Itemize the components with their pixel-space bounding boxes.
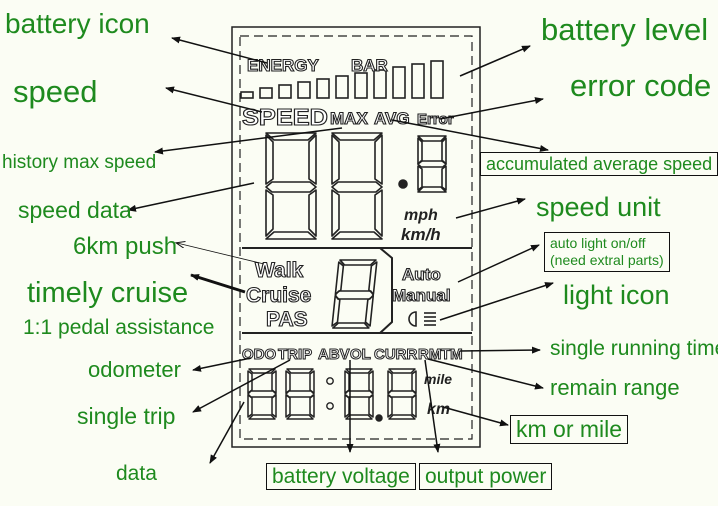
battery-bar-segments xyxy=(240,60,444,99)
lcd-mph-text: mph xyxy=(404,207,438,224)
lcd-unit-text: mph km/h mile km xyxy=(401,207,452,418)
odometer-digits xyxy=(247,368,417,422)
lcd-kmh-text: km/h xyxy=(401,225,441,244)
odo-digit-2 xyxy=(285,368,315,420)
battery-level-label: battery level xyxy=(541,12,709,47)
pedal-assistance-label: 1:1 pedal assistance xyxy=(23,316,215,339)
arrow-light-icon xyxy=(439,282,554,321)
lcd-rm-text: RM xyxy=(418,346,441,363)
odo-digit-3 xyxy=(344,368,374,420)
arrow-speed-data xyxy=(127,182,255,212)
battery-voltage-label: battery voltage xyxy=(266,463,416,490)
lcd-auto-text: Auto xyxy=(402,265,441,284)
arrow-km-or-mile xyxy=(442,406,509,427)
lcd-walk-text: Walk xyxy=(255,259,304,282)
headlight-glyph xyxy=(408,311,436,327)
arrow-speed xyxy=(165,86,263,113)
km-or-mile-label: km or mile xyxy=(510,415,629,444)
colon-dot-top xyxy=(326,377,334,385)
arrow-remain-range xyxy=(427,358,544,390)
auto-light-label: auto light on/off (need extral parts) xyxy=(544,232,670,272)
history-max-speed-label: history max speed xyxy=(2,152,157,173)
lcd-tm-text: TM xyxy=(441,346,463,363)
arrow-single-running-time xyxy=(459,346,541,354)
arrow-6km-push xyxy=(177,243,265,265)
lcd-panel xyxy=(231,26,481,448)
odo-digit-1 xyxy=(247,368,277,420)
timely-cruise-label: timely cruise xyxy=(27,277,189,309)
lcd-abv-text: ABV xyxy=(318,346,350,363)
arrow-speed-unit xyxy=(455,197,526,219)
arrow-single-trip xyxy=(192,359,291,413)
lcd-avg-text: AVG xyxy=(374,109,410,128)
colon-dot-bottom xyxy=(326,402,334,410)
lcd-curr-text: CURR xyxy=(374,346,417,363)
lcd-pas-text: PAS xyxy=(266,308,308,331)
arrow-battery-icon xyxy=(171,36,268,64)
lcd-error-text: Error xyxy=(417,111,454,128)
speed-label: speed xyxy=(13,74,98,109)
odo-decimal-dot xyxy=(375,414,383,422)
lcd-inner-frame xyxy=(239,35,473,440)
lcd-segment-text: ENERGY BAR SPEED MAX AVG Error Walk Crui… xyxy=(241,55,454,331)
speed-data-label: speed data xyxy=(18,197,132,223)
data-label: data xyxy=(116,462,157,485)
callout-arrows xyxy=(127,36,554,464)
speed-digit-3 xyxy=(417,135,447,193)
lcd-energy-text: ENERGY xyxy=(247,56,319,75)
lcd-trip-text: TRIP xyxy=(278,346,312,363)
arrow-average-speed xyxy=(391,119,549,152)
odo-digit-4 xyxy=(387,368,417,420)
lcd-max-text: MAX xyxy=(330,109,368,128)
error-code-label: error code xyxy=(570,68,712,103)
single-trip-label: single trip xyxy=(77,403,176,429)
odometer-label: odometer xyxy=(88,357,181,382)
battery-icon-label: battery icon xyxy=(5,8,150,39)
arrow-history-max-speed xyxy=(154,127,343,155)
lcd-mile-text: mile xyxy=(424,371,452,387)
speed-digits xyxy=(265,132,447,240)
panel-dividers xyxy=(242,247,472,334)
speed-digit-2 xyxy=(331,132,383,240)
output-power-label: output power xyxy=(419,463,553,490)
decimal-dot xyxy=(398,179,408,189)
lcd-row-text: ODO TRIP ABV OL CURR RM TM xyxy=(242,346,464,364)
lcd-ol-text: OL xyxy=(350,346,371,363)
arrow-data xyxy=(209,401,245,464)
lcd-odo-text: ODO xyxy=(242,346,277,363)
lcd-manual-text: Manual xyxy=(392,286,451,305)
lcd-outer-frame xyxy=(231,26,481,448)
lcd-cruise-text: Cruise xyxy=(246,284,311,307)
arrow-output-power xyxy=(424,359,441,453)
assist-level-digit xyxy=(331,259,378,329)
arrow-timely-cruise xyxy=(190,273,246,294)
arrow-auto-light xyxy=(457,244,540,283)
arrow-error-code xyxy=(439,97,544,120)
single-running-time-label: single running time xyxy=(550,337,718,360)
light-icon-label: light icon xyxy=(563,280,670,310)
lcd-speed-text: SPEED xyxy=(242,104,328,130)
lcd-bar-text: BAR xyxy=(351,56,388,75)
speed-unit-label: speed unit xyxy=(536,192,661,222)
remain-range-label: remain range xyxy=(550,375,680,400)
arrow-battery-level xyxy=(459,45,531,77)
arrow-odometer xyxy=(192,357,252,372)
accumulated-average-speed-label: accumulated average speed xyxy=(480,152,718,176)
6km-push-label: 6km push xyxy=(73,233,178,260)
